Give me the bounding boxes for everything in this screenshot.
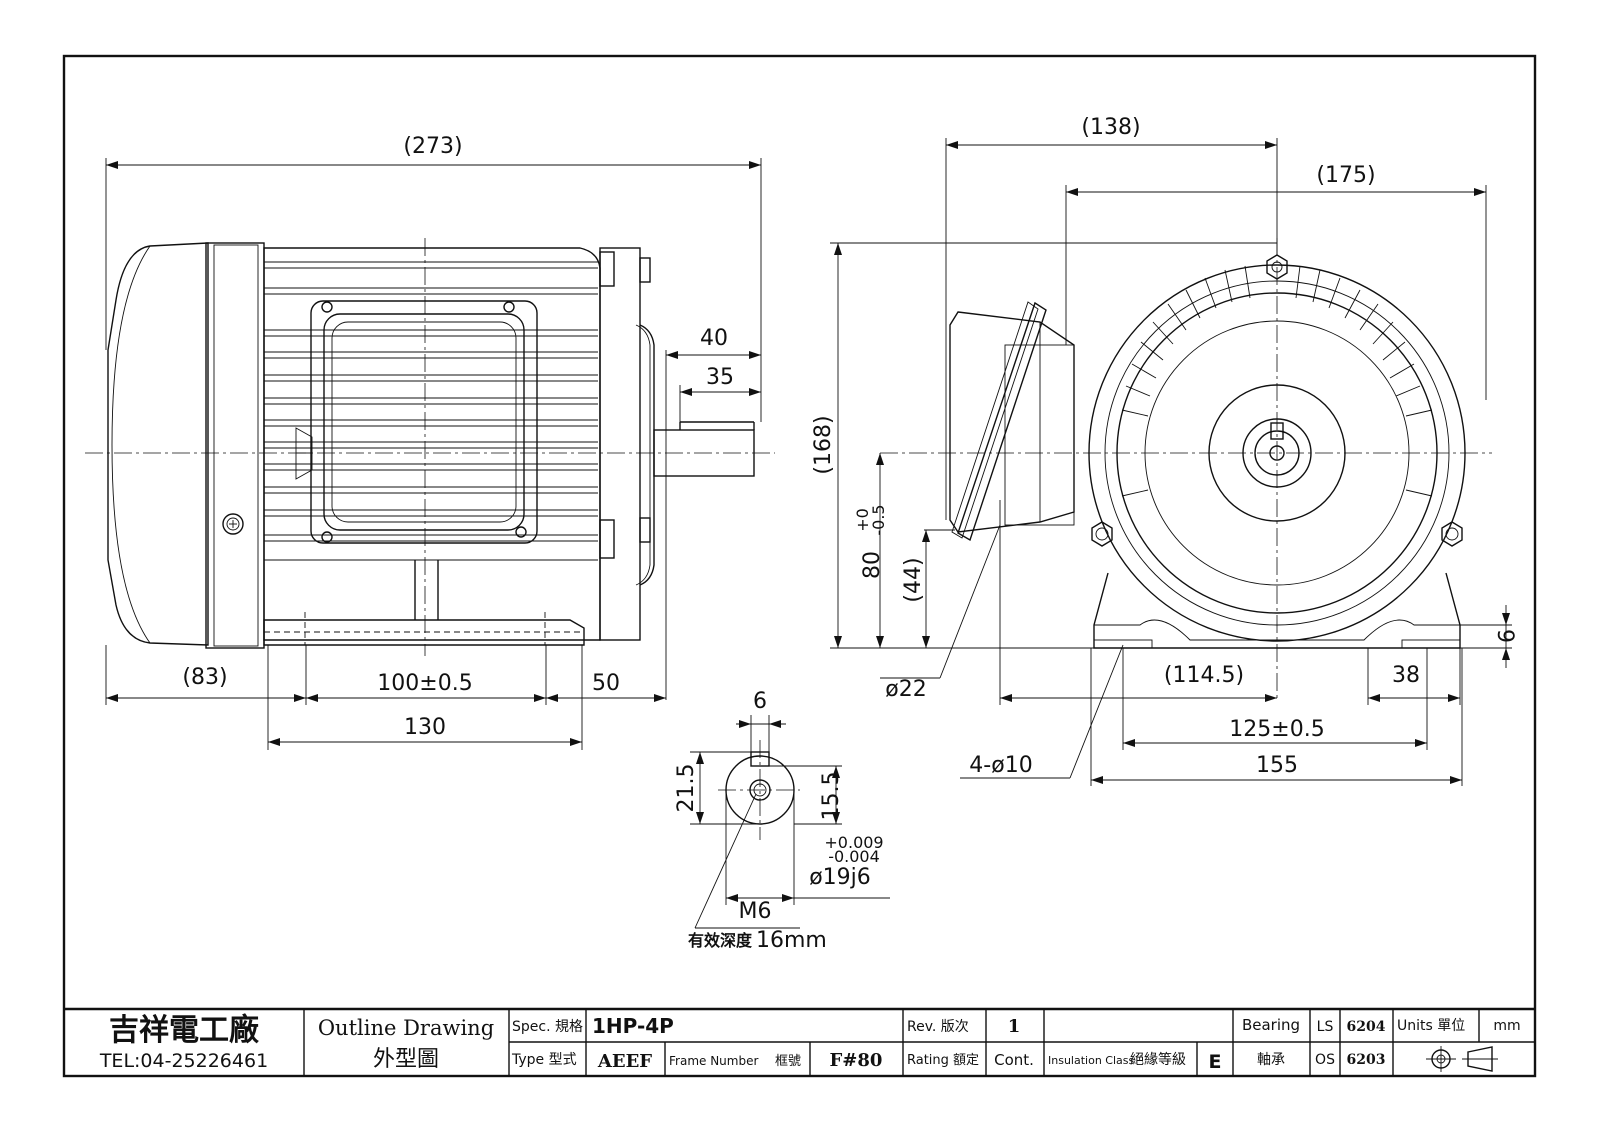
drawing-title-zh: 外型圖	[373, 1047, 439, 1072]
ls-label: LS	[1317, 1019, 1334, 1035]
dim-foot-holes: 4-ø10	[969, 753, 1032, 778]
drawing-border	[62, 54, 1537, 1078]
frame-value: F#80	[830, 1050, 883, 1071]
ls-value: 6204	[1347, 1019, 1386, 1035]
company-tel: TEL:04-25226461	[99, 1050, 268, 1072]
units-label: Units 單位	[1397, 1018, 1465, 1034]
dim-foot-length: 130	[404, 715, 446, 740]
shaft	[653, 429, 755, 477]
dim-foot-pitch: 100±0.5	[377, 671, 472, 696]
dim-overall-height: (168)	[811, 415, 836, 474]
dim-foot-overall: 155	[1256, 753, 1298, 778]
insulation-label: Insulation Class	[1048, 1054, 1134, 1067]
side-view	[85, 238, 775, 656]
dim-tapped-hole: M6	[739, 899, 772, 924]
spec-value: 1HP-4P	[592, 1014, 674, 1038]
dim-key-length: 35	[706, 365, 734, 390]
bearing-label-zh: 軸承	[1257, 1052, 1285, 1068]
type-label: Type 型式	[511, 1052, 577, 1068]
dim-shaft-tol-upper: +0.009	[824, 833, 883, 852]
dim-key-height: 21.5	[674, 764, 699, 813]
dim-key-width: 6	[753, 689, 767, 714]
units-value: mm	[1493, 1018, 1520, 1034]
dim-shaft-height-tol-lower: -0.5	[869, 504, 888, 535]
rev-value: 1	[1008, 1016, 1021, 1037]
dim-foot-thickness: 9	[1492, 629, 1517, 643]
dim-fan-cover: (83)	[182, 665, 227, 690]
thread-depth-label: 有效深度	[688, 931, 753, 950]
rev-label: Rev. 版次	[907, 1019, 969, 1035]
os-label: OS	[1315, 1052, 1335, 1068]
end-view-dimensions: (138) (175) (168) 80 +0 -0.5 (44) ø22 (1…	[811, 115, 1517, 786]
cooling-fins	[264, 261, 598, 561]
dim-conduit-offset: (114.5)	[1164, 663, 1244, 688]
company-name: 吉祥電工廠	[109, 1013, 259, 1048]
shaft-detail: 6 21.5 15.5 +0.009 -0.004 ø19j6 M6 有效深度 …	[674, 689, 890, 953]
os-value: 6203	[1347, 1052, 1386, 1068]
dim-foot-hole-pitch: 125±0.5	[1229, 717, 1324, 742]
dim-overall-length: (273)	[403, 134, 462, 159]
dim-shaft-height: 80	[860, 551, 885, 579]
title-block: 吉祥電工廠 TEL:04-25226461 Outline Drawing 外型…	[64, 1007, 1535, 1076]
dim-conduit-height: (44)	[901, 557, 926, 602]
dim-shaft-to-foot: 50	[592, 671, 620, 696]
dim-shaft-tol-lower: -0.004	[828, 847, 880, 866]
bearing-label: Bearing	[1242, 1016, 1300, 1034]
end-fins	[1121, 265, 1433, 497]
third-angle-projection-icon	[1426, 1046, 1498, 1072]
dim-foot-width: 38	[1392, 663, 1420, 688]
dim-shaft-height-tol-upper: +0	[853, 508, 872, 532]
thread-depth-value: 16mm	[756, 928, 827, 953]
insulation-label-zh: 絕緣等級	[1130, 1051, 1186, 1068]
frame-label-zh: 框號	[775, 1054, 801, 1069]
dim-shaft-length: 40	[700, 326, 728, 351]
type-value: AEEF	[597, 1051, 652, 1072]
dim-terminal-box-offset: (138)	[1081, 115, 1140, 140]
insulation-value: E	[1209, 1051, 1222, 1073]
dim-motor-width: (175)	[1316, 163, 1375, 188]
drawing-title-en: Outline Drawing	[318, 1016, 494, 1040]
side-view-dimensions: (273) 40 35 (83) 100±0.5 50 130	[105, 134, 762, 750]
rating-label: Rating 額定	[907, 1053, 979, 1068]
terminal-box-plate	[310, 300, 538, 544]
dim-shaft-dia: ø19j6	[809, 865, 871, 890]
end-view	[880, 238, 1492, 700]
dim-conduit-dia: ø22	[885, 677, 926, 702]
rating-value: Cont.	[994, 1051, 1034, 1069]
dim-shaft-to-key: 15.5	[819, 772, 844, 821]
frame-label: Frame Number	[669, 1054, 758, 1068]
spec-label: Spec. 規格	[512, 1019, 583, 1035]
